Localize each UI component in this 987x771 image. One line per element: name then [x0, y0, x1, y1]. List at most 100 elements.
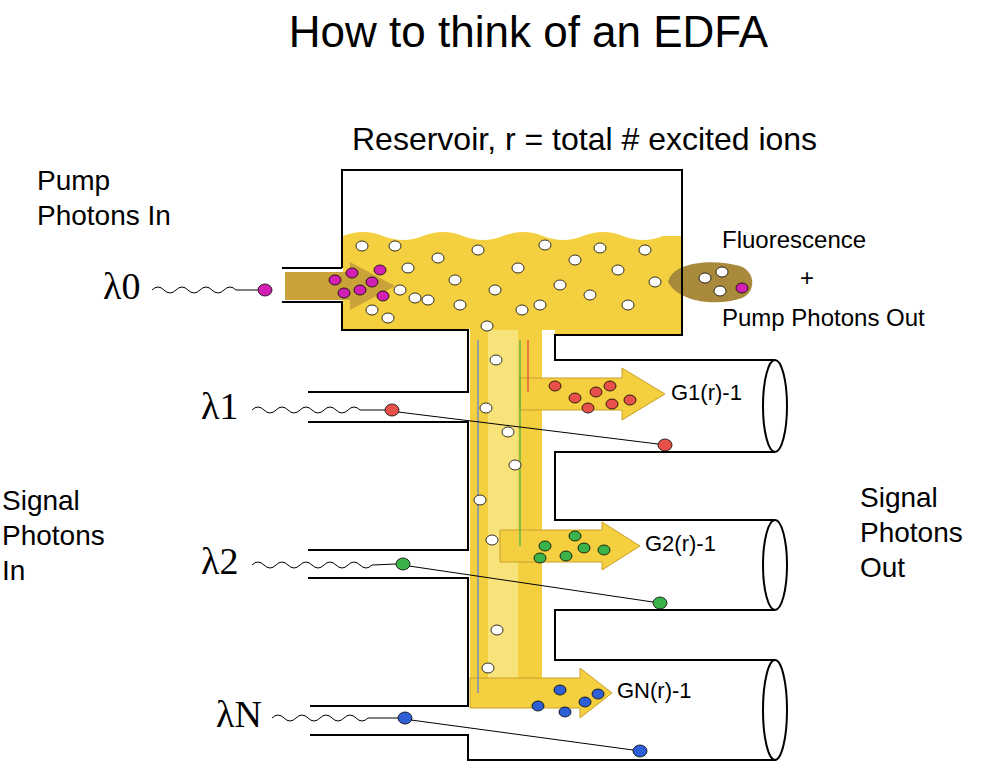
ion-dot [389, 241, 401, 251]
pump-wavelength: λ0 [103, 264, 140, 310]
ion-dot [716, 267, 728, 277]
wall [342, 170, 775, 360]
ion-flow-highlight [488, 330, 518, 700]
flow-trace [519, 340, 520, 546]
fluorescence-blob [668, 262, 752, 302]
ion-dot [480, 403, 492, 413]
ion-dot [482, 663, 494, 673]
signal-photon [592, 689, 604, 699]
signal-output-label: Signal Photons Out [860, 480, 984, 585]
flow-trace [477, 340, 478, 693]
pump-photon [366, 277, 378, 287]
ion-dot [622, 300, 634, 310]
ion-dot [366, 305, 378, 315]
ion-dot [409, 293, 421, 303]
ion-dot [639, 245, 651, 255]
pump-photon [346, 268, 358, 278]
pump-photon [736, 283, 748, 293]
wall [308, 578, 468, 706]
signal-photon [539, 541, 551, 551]
ion-dot [481, 321, 493, 331]
ion-dot [569, 255, 581, 265]
signal-wavelength: λN [216, 692, 262, 738]
signal-photon-path [252, 562, 653, 602]
ion-dot [539, 240, 551, 250]
signal-photon [534, 553, 546, 563]
pump-photon [338, 288, 350, 298]
pump-photon [374, 265, 386, 275]
ion-dot [594, 243, 606, 253]
signal-photon-path [272, 715, 633, 750]
signal-photon [653, 597, 667, 609]
signal-wavelength: λ2 [201, 539, 238, 585]
ion-dot [512, 263, 524, 273]
excited-ions [356, 240, 728, 673]
signal-photon [579, 697, 591, 707]
gain-arrow [500, 522, 640, 570]
pump-photon [377, 291, 389, 301]
wall [282, 267, 342, 269]
ion-dot [534, 300, 546, 310]
flow-trace [527, 340, 528, 392]
pipe-end [763, 660, 787, 760]
ion-dot [356, 241, 368, 251]
pump-photon [258, 284, 272, 296]
signal-photon [590, 387, 602, 397]
pump-photon [354, 285, 366, 295]
signal-photon [532, 701, 544, 711]
ion-dot [502, 427, 514, 437]
ion-dot [394, 285, 406, 295]
signal-photon [569, 531, 581, 541]
ion-dot [491, 625, 503, 635]
ion-dot [612, 265, 624, 275]
signal-photon [396, 558, 410, 570]
diagram-title: How to think of an EDFA [0, 6, 987, 59]
ion-dot [490, 355, 502, 365]
ion-dot [402, 263, 414, 273]
pump-photon-path [152, 287, 260, 293]
signal-photon [633, 745, 647, 757]
ion-dot [516, 305, 528, 315]
ion-dot [382, 313, 394, 323]
pump-photon [329, 275, 341, 285]
wall [555, 610, 775, 660]
gain-arrow [520, 368, 665, 420]
signal-photon [582, 403, 594, 413]
plus-sign: + [800, 264, 814, 293]
reservoir-heading: Reservoir, r = total # excited ions [342, 120, 968, 158]
ion-dot [454, 300, 466, 310]
signal-photon [559, 707, 571, 717]
ion-dot [489, 285, 501, 295]
wall [310, 735, 775, 760]
signal-photon [554, 685, 566, 695]
signal-photon [549, 381, 561, 391]
signal-photon [398, 712, 412, 724]
ion-dot [472, 245, 484, 255]
ion-dot [422, 295, 434, 305]
signal-photon [385, 404, 399, 416]
ion-dot [486, 535, 498, 545]
wall [555, 452, 775, 520]
signal-photon [604, 381, 616, 391]
signal-photon [560, 551, 572, 561]
signal-photons-2 [396, 531, 667, 609]
ion-dot [584, 290, 596, 300]
signal-input-label: Signal Photons In [2, 483, 124, 588]
signal-photon [578, 543, 590, 553]
signal-photon-path [252, 407, 658, 444]
signal-photons-1 [385, 381, 672, 451]
pump-photons [258, 265, 748, 301]
signal-photon [624, 395, 636, 405]
signal-photon [569, 393, 581, 403]
wall [282, 302, 468, 392]
signal-photons-n [398, 685, 647, 757]
gain-label: GN(r)-1 [617, 678, 692, 704]
excited-ion-reservoir-fluid [343, 232, 681, 334]
ion-dot [699, 273, 711, 283]
ion-dot [432, 253, 444, 263]
ion-dot [509, 460, 521, 470]
gain-arrow [470, 668, 612, 718]
pump-output-label: Pump Photons Out [722, 304, 925, 333]
signal-photon [606, 399, 618, 409]
signal-photon [658, 439, 672, 451]
